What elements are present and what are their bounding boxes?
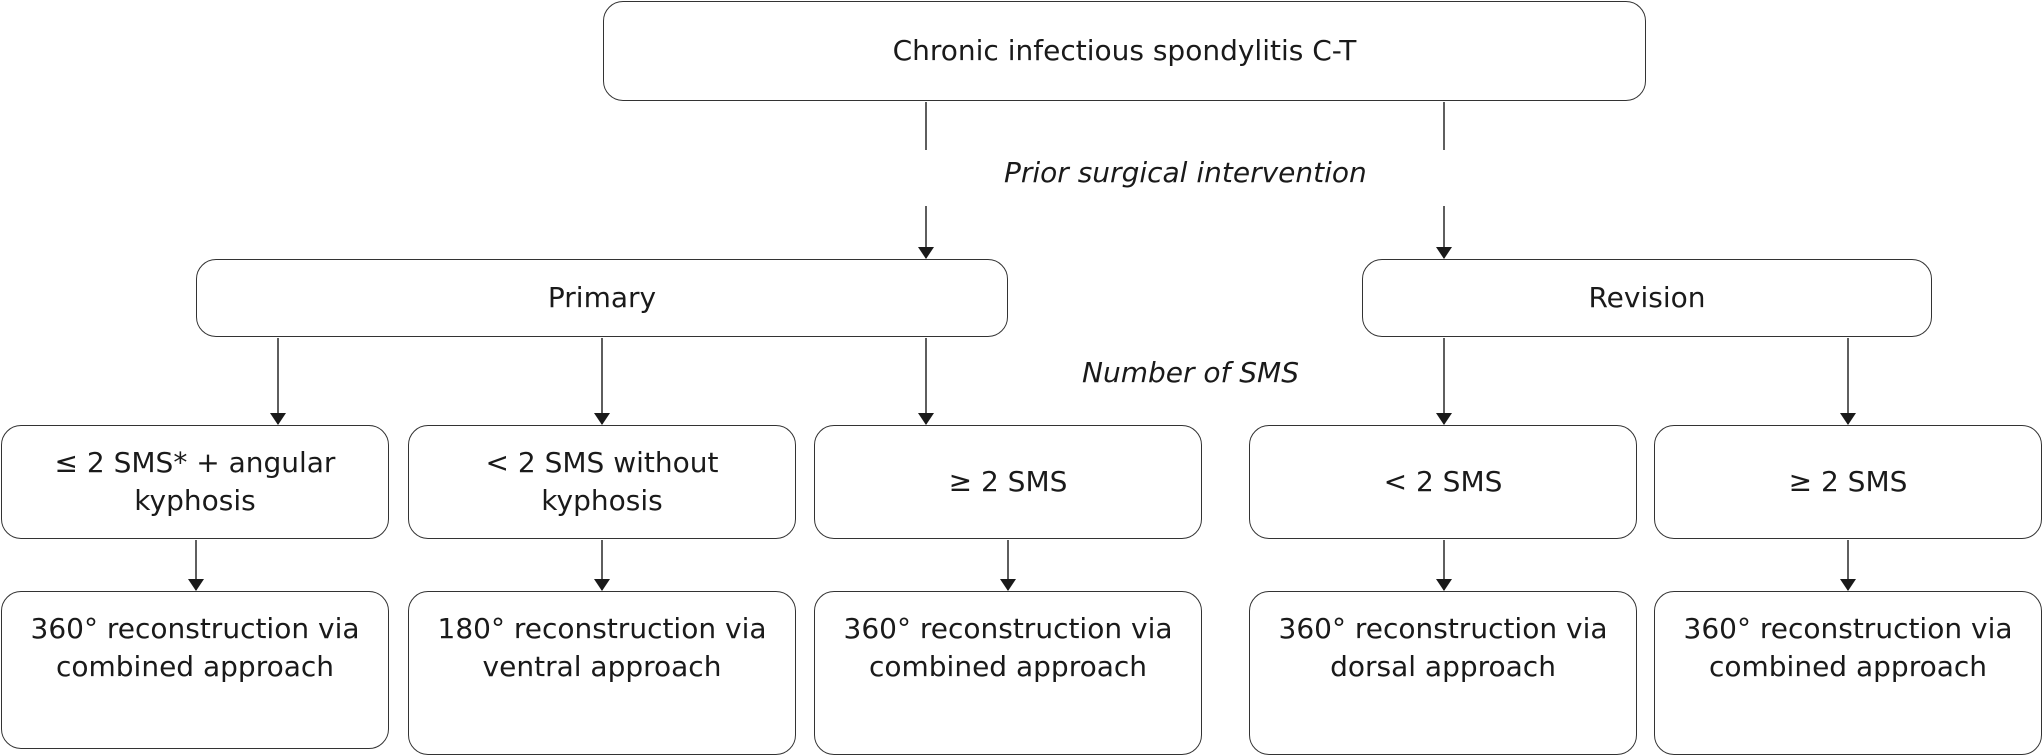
number-of-sms-label: Number of SMS bbox=[1082, 356, 1299, 389]
criteria-node-4: < 2 SMS bbox=[1249, 425, 1637, 539]
treatment-node-5: 360° reconstruction via combined approac… bbox=[1654, 591, 2042, 755]
criteria-node-1: ≤ 2 SMS* + angular kyphosis bbox=[1, 425, 389, 539]
criteria-node-2-text: < 2 SMS without kyphosis bbox=[485, 446, 719, 517]
criteria-node-4-text: < 2 SMS bbox=[1383, 465, 1503, 498]
revision-node: Revision bbox=[1362, 259, 1932, 337]
treatment-node-1: 360° reconstruction via combined approac… bbox=[1, 591, 389, 749]
treatment-node-4: 360° reconstruction via dorsal approach bbox=[1249, 591, 1637, 755]
treatment-node-5-text: 360° reconstruction via combined approac… bbox=[1683, 612, 2013, 683]
prior-surgery-label: Prior surgical intervention bbox=[1004, 156, 1367, 189]
criteria-node-5: ≥ 2 SMS bbox=[1654, 425, 2042, 539]
treatment-node-3-text: 360° reconstruction via combined approac… bbox=[843, 612, 1173, 683]
root-node: Chronic infectious spondylitis C-T bbox=[603, 1, 1646, 101]
treatment-node-4-text: 360° reconstruction via dorsal approach bbox=[1278, 612, 1608, 683]
primary-node-text: Primary bbox=[547, 281, 657, 314]
criteria-node-2: < 2 SMS without kyphosis bbox=[408, 425, 796, 539]
primary-node: Primary bbox=[196, 259, 1008, 337]
revision-node-text: Revision bbox=[1588, 281, 1706, 314]
criteria-node-5-text: ≥ 2 SMS bbox=[1788, 465, 1908, 498]
criteria-node-3-text: ≥ 2 SMS bbox=[948, 465, 1068, 498]
treatment-node-2-text: 180° reconstruction via ventral approach bbox=[437, 612, 767, 683]
root-node-text: Chronic infectious spondylitis C-T bbox=[892, 34, 1357, 67]
treatment-node-2: 180° reconstruction via ventral approach bbox=[408, 591, 796, 755]
treatment-node-3: 360° reconstruction via combined approac… bbox=[814, 591, 1202, 755]
treatment-node-1-text: 360° reconstruction via combined approac… bbox=[30, 612, 360, 683]
criteria-node-3: ≥ 2 SMS bbox=[814, 425, 1202, 539]
criteria-node-1-text: ≤ 2 SMS* + angular kyphosis bbox=[54, 446, 336, 517]
